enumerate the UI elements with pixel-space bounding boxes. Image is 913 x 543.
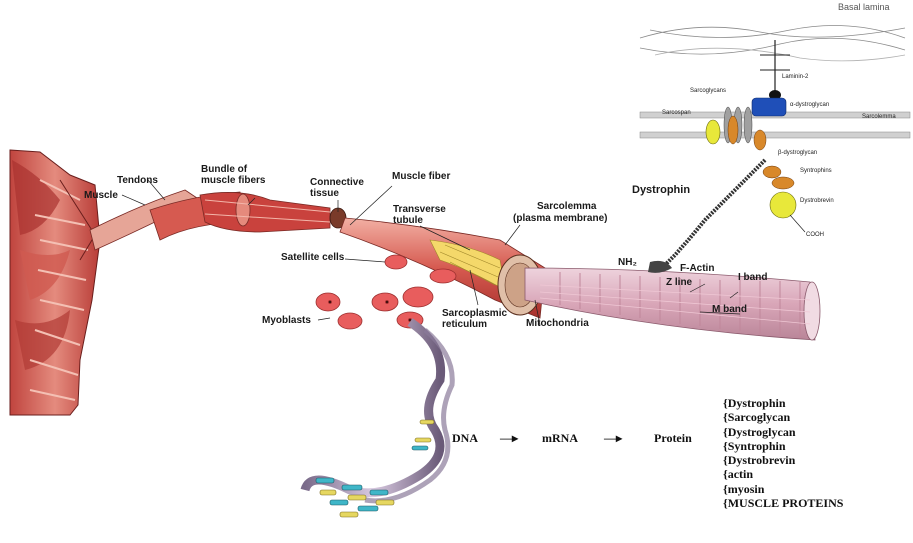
syntrophins-label: Syntrophins <box>800 168 832 174</box>
protein-label: Protein <box>654 432 692 445</box>
beta-dystroglycan-label: β-dystroglycan <box>778 150 817 156</box>
protein-item: {actin <box>723 467 843 481</box>
cooh-label: COOH <box>806 232 824 238</box>
dystrophin-label: Dystrophin <box>632 185 690 197</box>
i-band-label: I band <box>738 273 767 284</box>
protein-item: {myosin <box>723 482 843 496</box>
protein-item: {Dystrobrevin <box>723 453 843 467</box>
basal-lamina-label: Basal lamina <box>838 3 890 12</box>
muscle-fiber-label: Muscle fiber <box>392 172 450 183</box>
nh2-label: NH₂ <box>618 258 637 269</box>
protein-item: {Dystroglycan <box>723 425 843 439</box>
dna-label: DNA <box>452 432 478 445</box>
myoblasts-label: Myoblasts <box>262 316 311 327</box>
muscle-protein-list: {Dystrophin {Sarcoglycan {Dystroglycan {… <box>723 396 843 510</box>
connective-tissue-label: Connective tissue <box>310 178 380 199</box>
tendons-label: Tendons <box>117 176 158 187</box>
muscle-label: Muscle <box>84 191 118 202</box>
inset-sarcolemma-label: Sarcolemma <box>862 114 896 120</box>
muscle-bundle <box>90 190 346 250</box>
transverse-tubule-label: Transverse tubule <box>393 205 453 226</box>
laminin-label: Laminin-2 <box>782 74 808 80</box>
m-band-label: M band <box>712 305 747 316</box>
sarcoplasmic-reticulum-label: Sarcoplasmic reticulum <box>442 309 508 330</box>
protein-item: {Syntrophin <box>723 439 843 453</box>
sarcoglycans-label: Sarcoglycans <box>690 88 726 94</box>
mitochondria-label: Mitochondria <box>526 319 589 330</box>
plasma-membrane-label: (plasma membrane) <box>513 214 607 225</box>
dna-to-mrna-arrow: —▸ <box>500 432 518 445</box>
protein-item: {Dystrophin <box>723 396 843 410</box>
sarcospan-label: Sarcospan <box>662 110 691 116</box>
dna-helix <box>305 322 452 517</box>
sarcolemma-label: Sarcolemma <box>537 202 596 213</box>
dystrobrevin-label: Dystrobrevin <box>800 198 834 204</box>
mrna-label: mRNA <box>542 432 578 445</box>
mrna-to-protein-arrow: —▸ <box>604 432 622 445</box>
bundle-label: Bundle of muscle fibers <box>201 165 281 186</box>
f-actin-label: F-Actin <box>680 264 714 275</box>
protein-item: {Sarcoglycan <box>723 410 843 424</box>
alpha-dystroglycan-label: α-dystroglycan <box>790 102 829 108</box>
z-line-label: Z line <box>666 278 692 289</box>
satellite-cells-label: Satellite cells <box>281 253 344 264</box>
dystrophin-complex-inset <box>640 26 910 273</box>
protein-item: {MUSCLE PROTEINS <box>723 496 843 510</box>
